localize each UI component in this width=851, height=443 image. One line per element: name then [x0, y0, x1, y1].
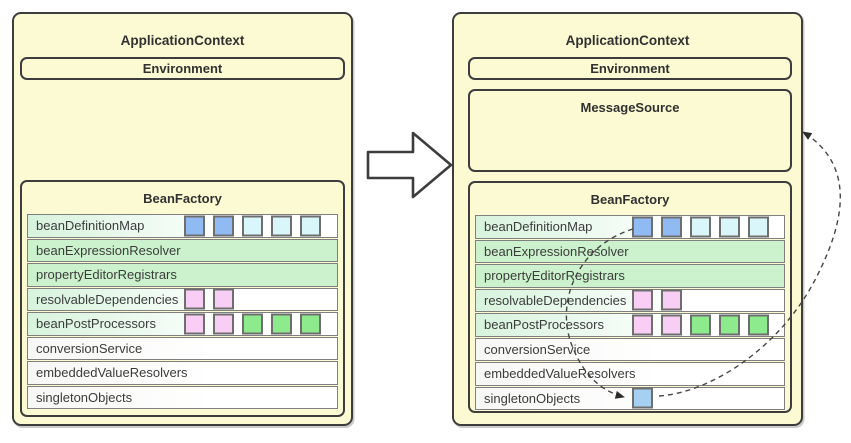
row-label: singletonObjects: [484, 390, 581, 406]
bean-factory-row-conversionService: conversionService: [27, 336, 338, 360]
cyan-bean-square-icon: [690, 216, 711, 238]
row-label: embeddedValueResolvers: [484, 366, 636, 382]
bean-factory-row-propertyEditorRegistrars: propertyEditorRegistrars: [475, 264, 785, 288]
row-label: conversionService: [484, 341, 591, 357]
pink-bean-square-icon: [213, 288, 234, 310]
environment-title: Environment: [590, 61, 670, 76]
blue-bean-square-icon: [632, 216, 653, 238]
environment-box: Environment: [20, 57, 345, 80]
pink-bean-square-icon: [184, 313, 205, 335]
cyan-bean-square-icon: [719, 216, 740, 238]
bean-squares-group: [632, 216, 769, 238]
row-label: beanExpressionResolver: [484, 243, 629, 259]
row-label: propertyEditorRegistrars: [36, 267, 177, 283]
bean-factory-box: BeanFactory beanDefinitionMap beanExpress…: [468, 181, 792, 413]
green-bean-square-icon: [748, 314, 769, 336]
green-bean-square-icon: [300, 313, 321, 335]
bean-factory-row-conversionService: conversionService: [475, 337, 785, 361]
pink-bean-square-icon: [661, 314, 682, 336]
green-bean-square-icon: [690, 314, 711, 336]
bean-factory-box: BeanFactory beanDefinitionMap beanExpress…: [20, 180, 345, 417]
blue-bean-square-icon: [661, 216, 682, 238]
bean-squares-group: [632, 314, 769, 336]
message-source-box: MessageSource: [468, 89, 792, 172]
pink-bean-square-icon: [184, 288, 205, 310]
bean-factory-title: BeanFactory: [143, 191, 222, 206]
pink-bean-square-icon: [632, 289, 653, 311]
bean-squares-group: [632, 289, 682, 311]
green-bean-square-icon: [242, 313, 263, 335]
row-label: singletonObjects: [36, 389, 133, 405]
transition-block-arrow: [366, 131, 453, 199]
pink-bean-square-icon: [213, 313, 234, 335]
bean-factory-row-singletonObjects: singletonObjects: [27, 385, 338, 409]
row-label: conversionService: [36, 340, 143, 356]
pink-bean-square-icon: [661, 289, 682, 311]
environment-box: Environment: [468, 57, 792, 80]
cyan-bean-square-icon: [300, 215, 321, 237]
bean-squares-group: [184, 313, 321, 335]
row-label: beanPostProcessors: [484, 317, 604, 333]
application-context-title: ApplicationContext: [565, 33, 690, 48]
bean-factory-row-embeddedValueResolvers: embeddedValueResolvers: [27, 361, 338, 385]
bean-factory-row-singletonObjects: singletonObjects: [475, 386, 785, 410]
green-bean-square-icon: [719, 314, 740, 336]
bean-squares-group: [184, 215, 321, 237]
bean-factory-row-beanExpressionResolver: beanExpressionResolver: [27, 238, 338, 262]
cyan-bean-square-icon: [748, 216, 769, 238]
row-label: beanExpressionResolver: [36, 242, 181, 258]
bean-factory-row-beanDefinitionMap: beanDefinitionMap: [475, 215, 785, 239]
row-label: resolvableDependencies: [36, 291, 179, 307]
bean-factory-row-beanExpressionResolver: beanExpressionResolver: [475, 239, 785, 263]
bean-factory-row-beanPostProcessors: beanPostProcessors: [27, 312, 338, 336]
bean-squares-group: [632, 387, 653, 409]
application-context-box-left: ApplicationContext Environment BeanFacto…: [12, 12, 353, 426]
message-source-title: MessageSource: [580, 100, 680, 115]
blue-bean-square-icon: [184, 215, 205, 237]
bean-factory-row-resolvableDependencies: resolvableDependencies: [475, 288, 785, 312]
bean-squares-group: [184, 288, 234, 310]
row-label: embeddedValueResolvers: [36, 365, 188, 381]
pink-bean-square-icon: [632, 314, 653, 336]
skyblue-bean-square-icon: [632, 387, 653, 409]
application-context-box-right: ApplicationContext Environment MessageSo…: [452, 12, 803, 426]
row-label: resolvableDependencies: [484, 292, 627, 308]
bean-factory-row-beanPostProcessors: beanPostProcessors: [475, 313, 785, 337]
row-label: beanPostProcessors: [36, 316, 156, 332]
bean-factory-row-propertyEditorRegistrars: propertyEditorRegistrars: [27, 263, 338, 287]
bean-factory-row-beanDefinitionMap: beanDefinitionMap: [27, 214, 338, 238]
bean-factory-title: BeanFactory: [590, 192, 670, 207]
row-label: beanDefinitionMap: [36, 218, 145, 234]
application-context-title: ApplicationContext: [120, 33, 245, 48]
environment-title: Environment: [142, 61, 223, 76]
bean-factory-rows: beanDefinitionMap beanExpressionResolver p…: [27, 214, 338, 409]
blue-bean-square-icon: [213, 215, 234, 237]
cyan-bean-square-icon: [271, 215, 292, 237]
bean-factory-row-resolvableDependencies: resolvableDependencies: [27, 287, 338, 311]
bean-factory-rows: beanDefinitionMap beanExpressionResolver p…: [475, 215, 785, 410]
row-label: propertyEditorRegistrars: [484, 268, 625, 284]
cyan-bean-square-icon: [242, 215, 263, 237]
bean-factory-row-embeddedValueResolvers: embeddedValueResolvers: [475, 362, 785, 386]
row-label: beanDefinitionMap: [484, 219, 593, 235]
green-bean-square-icon: [271, 313, 292, 335]
